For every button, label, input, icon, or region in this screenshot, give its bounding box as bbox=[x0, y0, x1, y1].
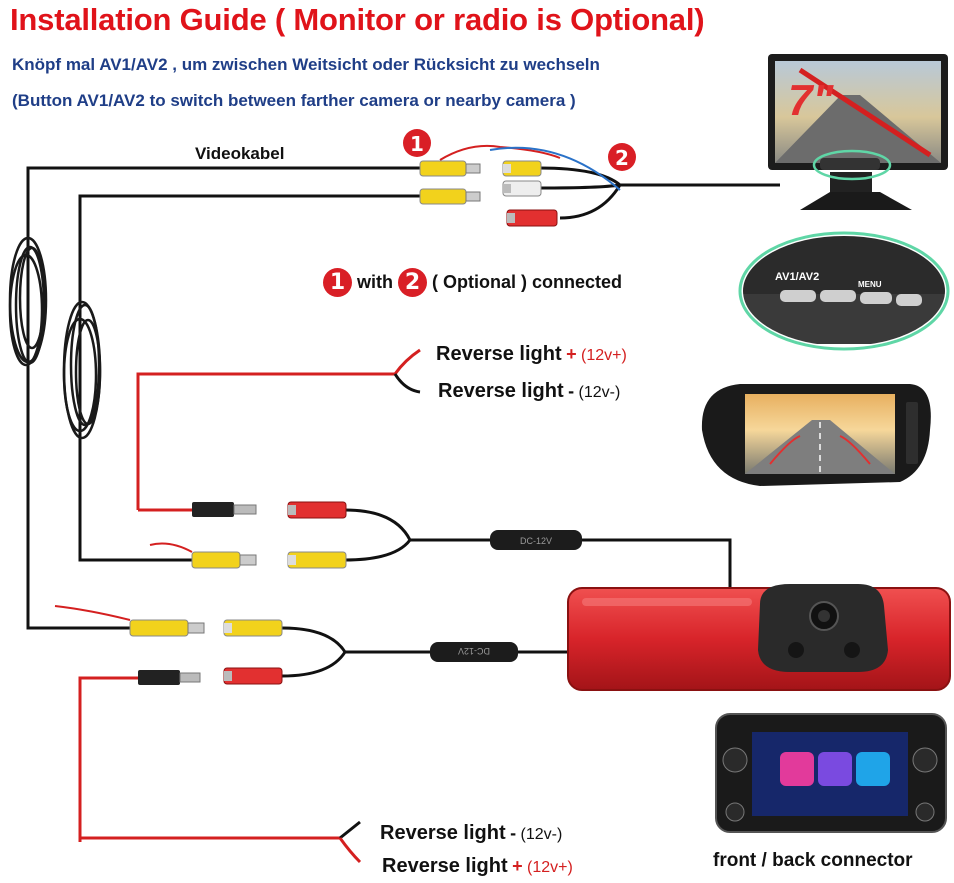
brake-light-camera bbox=[567, 584, 951, 691]
voltage-plus: (12v+) bbox=[581, 347, 627, 364]
reverse-light-minus-bottom: Reverse light - (12v-) bbox=[380, 822, 562, 845]
with-label: with bbox=[357, 272, 393, 292]
coiled-cable-2 bbox=[62, 300, 102, 440]
av-button-highlight bbox=[812, 149, 892, 181]
minus-sign: - bbox=[568, 381, 575, 401]
reverse-light-text: Reverse light bbox=[436, 343, 562, 365]
reverse-light-plus-top: Reverse light + (12v+) bbox=[436, 343, 627, 366]
rca-connector-2a bbox=[502, 160, 542, 177]
rca-red-middle-right bbox=[287, 501, 347, 519]
dc-12v-module-middle: DC-12V bbox=[490, 530, 582, 550]
blue-highlight-wire bbox=[489, 146, 621, 191]
rca-connector-2b bbox=[502, 180, 542, 197]
reverse-light-text: Reverse light bbox=[380, 822, 506, 844]
mirror-monitor bbox=[701, 384, 931, 486]
rca-yellow-bottom-left bbox=[129, 619, 205, 637]
marker-2-text: 2 bbox=[615, 146, 629, 170]
rca-yellow-bottom-right bbox=[223, 619, 283, 637]
plus-sign: + bbox=[512, 856, 523, 876]
menu-label-text: MENU bbox=[858, 280, 882, 289]
videokabel-label: Videokabel bbox=[195, 144, 285, 163]
marker-2-badge: 2 bbox=[398, 268, 427, 297]
dc-12v-text: DC-12V bbox=[520, 536, 552, 546]
marker-1-text: 1 bbox=[410, 132, 424, 156]
dc-12v-text: DC-12V bbox=[458, 646, 490, 656]
bottom-video-wires bbox=[26, 380, 580, 864]
voltage-minus: (12v-) bbox=[578, 384, 621, 401]
dc-jack-bottom bbox=[138, 670, 201, 685]
rca-connector-1a bbox=[419, 160, 481, 177]
dash-monitor: 7" bbox=[768, 54, 948, 210]
rca-connector-1b bbox=[419, 188, 481, 205]
marker-2-icon: 2 bbox=[608, 143, 636, 171]
rca-yellow-middle-left bbox=[191, 551, 257, 569]
front-back-connector-label: front / back connector bbox=[713, 850, 913, 871]
optional-connected-label: ( Optional ) connected bbox=[432, 272, 623, 292]
voltage-minus: (12v-) bbox=[520, 826, 563, 843]
rca-connector-2c bbox=[506, 209, 558, 227]
plus-sign: + bbox=[566, 344, 577, 364]
dc-jack-middle bbox=[192, 502, 257, 517]
page-title: Installation Guide ( Monitor or radio is… bbox=[10, 2, 705, 37]
reverse-light-text: Reverse light bbox=[382, 855, 508, 877]
monitor-size-text: 7" bbox=[788, 76, 834, 125]
rca-yellow-middle-right bbox=[287, 551, 347, 569]
red-highlight-wire bbox=[439, 144, 561, 161]
red-strike-line bbox=[798, 67, 932, 158]
marker-1-icon: 1 bbox=[403, 129, 431, 157]
reverse-light-minus-top: Reverse light - (12v-) bbox=[438, 380, 620, 403]
coiled-cable-1 bbox=[8, 236, 48, 367]
middle-power-wires bbox=[78, 348, 732, 590]
av-button-zoom: AV1/AV2 MENU bbox=[738, 231, 950, 351]
connection-note: 1 with 2 ( Optional ) connected bbox=[323, 268, 622, 297]
car-radio-unit bbox=[715, 713, 947, 833]
av-label-text: AV1/AV2 bbox=[775, 271, 819, 283]
minus-sign: - bbox=[510, 823, 517, 843]
top-video-wires bbox=[26, 166, 780, 520]
marker-1-badge: 1 bbox=[323, 268, 352, 297]
dc-12v-module-bottom: DC-12V bbox=[430, 642, 518, 662]
reverse-light-plus-bottom: Reverse light + (12v+) bbox=[382, 855, 573, 878]
reverse-light-text: Reverse light bbox=[438, 380, 564, 402]
voltage-plus: (12v+) bbox=[527, 859, 573, 876]
subtitle-german: Knöpf mal AV1/AV2 , um zwischen Weitsich… bbox=[12, 55, 600, 74]
rca-red-bottom-right bbox=[223, 667, 283, 685]
subtitle-english: (Button AV1/AV2 to switch between farthe… bbox=[12, 91, 576, 110]
